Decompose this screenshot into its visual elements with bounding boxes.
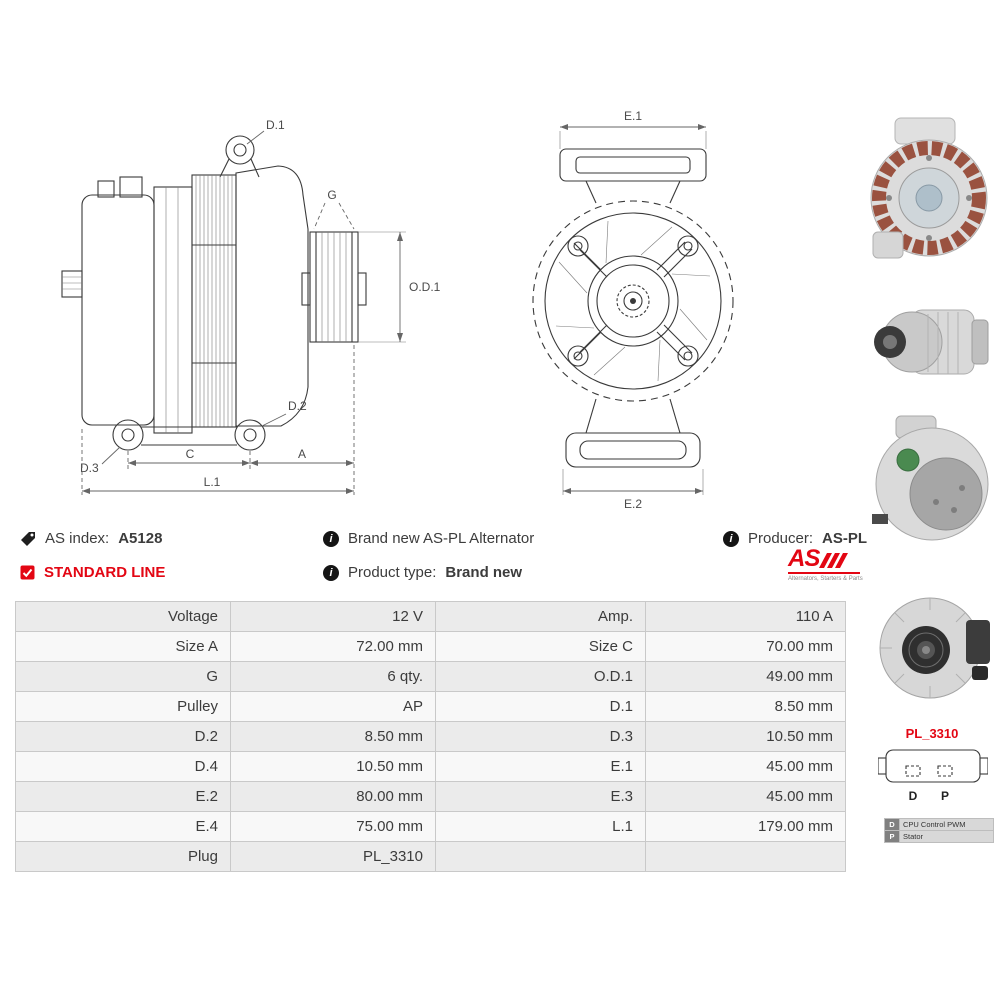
dim-label-d2: D.2	[288, 399, 307, 413]
legend-pin-p: P	[884, 830, 900, 843]
spec-value-cell: 8.50 mm	[645, 691, 846, 722]
producer-value: AS-PL	[822, 530, 868, 547]
dim-label-e2: E.2	[624, 497, 642, 511]
spec-label-cell: D.3	[435, 721, 646, 752]
product-photo-front-angle	[870, 117, 988, 259]
spec-label-cell	[435, 841, 646, 872]
spec-value-cell: 8.50 mm	[230, 721, 436, 752]
plug-connector-drawing: D P	[878, 749, 988, 803]
spec-label-cell: D.4	[15, 751, 231, 782]
product-photo-front	[879, 597, 990, 699]
product-type-label: Product type:	[348, 564, 437, 581]
tag-icon	[21, 531, 35, 546]
standard-line-text: STANDARD LINE	[44, 564, 166, 581]
producer-label: Producer:	[748, 530, 814, 547]
info-icon: i	[323, 530, 339, 547]
spec-value-cell: 49.00 mm	[645, 661, 846, 692]
product-type-item: i Product type: Brand new	[323, 564, 522, 581]
spec-value-cell: 110 A	[645, 601, 846, 632]
dim-label-od1: O.D.1	[409, 280, 441, 294]
dim-label-g: G	[327, 188, 336, 202]
spec-value-cell: 6 qty.	[230, 661, 436, 692]
spec-value-cell: 70.00 mm	[645, 631, 846, 662]
logo-tagline: Alternators, Starters & Parts	[788, 576, 863, 582]
legend-row: D CPU Control PWM	[884, 818, 994, 831]
spec-label-cell: Amp.	[435, 601, 646, 632]
legend-pin-d: D	[884, 818, 900, 831]
spec-value-cell: 75.00 mm	[230, 811, 436, 842]
spec-value-cell: 12 V	[230, 601, 436, 632]
dim-label-c: C	[186, 447, 195, 461]
spec-label-cell: E.4	[15, 811, 231, 842]
spec-label-cell: G	[15, 661, 231, 692]
spec-label-cell: E.2	[15, 781, 231, 812]
producer-item: i Producer: AS-PL	[723, 530, 867, 547]
as-index-item: AS index: A5128	[20, 530, 162, 547]
spec-label-cell: Plug	[15, 841, 231, 872]
spec-label-cell: Pulley	[15, 691, 231, 722]
spec-value-cell: 80.00 mm	[230, 781, 436, 812]
plug-pin-p: P	[941, 789, 949, 803]
spec-label-cell: E.3	[435, 781, 646, 812]
product-photo-side	[874, 309, 989, 375]
spec-label-cell: E.1	[435, 751, 646, 782]
spec-label-cell: L.1	[435, 811, 646, 842]
logo-rule	[788, 572, 860, 574]
plug-code: PL_3310	[905, 726, 959, 741]
front-view-drawing: E.1 E.2	[532, 109, 734, 511]
spec-label-cell: Size A	[15, 631, 231, 662]
spec-value-cell	[645, 841, 846, 872]
logo-text: AS	[788, 545, 820, 572]
spec-value-cell: AP	[230, 691, 436, 722]
legend-desc-p: Stator	[899, 830, 994, 843]
spec-value-cell: 179.00 mm	[645, 811, 846, 842]
spec-value-cell: 10.50 mm	[645, 721, 846, 752]
dim-label-d3: D.3	[80, 461, 99, 475]
plug-legend: D CPU Control PWM P Stator	[884, 818, 994, 843]
spec-value-cell: 72.00 mm	[230, 631, 436, 662]
spec-value-cell: 10.50 mm	[230, 751, 436, 782]
dim-label-l1: L.1	[204, 475, 221, 489]
as-index-label: AS index:	[45, 530, 110, 547]
info-icon: i	[323, 564, 339, 581]
spec-label-cell: Size C	[435, 631, 646, 662]
spec-value-cell: 45.00 mm	[645, 781, 846, 812]
info-icon: i	[723, 530, 739, 547]
dim-label-a: A	[298, 447, 306, 461]
standard-line-item: STANDARD LINE	[20, 564, 165, 581]
brand-new-text: Brand new AS-PL Alternator	[348, 530, 535, 547]
side-view-drawing: D.1 G O.D.1 D.2	[61, 118, 441, 495]
spec-label-cell: D.1	[435, 691, 646, 722]
checkbox-icon	[20, 565, 35, 580]
plug-pin-d: D	[909, 789, 918, 803]
product-type-value: Brand new	[445, 564, 523, 581]
spec-label-cell: O.D.1	[435, 661, 646, 692]
legend-row: P Stator	[884, 830, 994, 843]
product-photo-rear-angle	[872, 415, 989, 541]
spec-label-cell: D.2	[15, 721, 231, 752]
logo-stripes-icon	[819, 553, 849, 568]
as-pl-logo: AS Alternators, Starters & Parts	[788, 545, 863, 582]
brand-new-item: i Brand new AS-PL Alternator	[323, 530, 534, 547]
as-index-value: A5128	[118, 530, 163, 547]
dim-label-e1: E.1	[624, 109, 642, 123]
legend-desc-d: CPU Control PWM	[899, 818, 994, 831]
spec-label-cell: Voltage	[15, 601, 231, 632]
spec-value-cell: 45.00 mm	[645, 751, 846, 782]
spec-value-cell: PL_3310	[230, 841, 436, 872]
dim-label-d1: D.1	[266, 118, 285, 132]
